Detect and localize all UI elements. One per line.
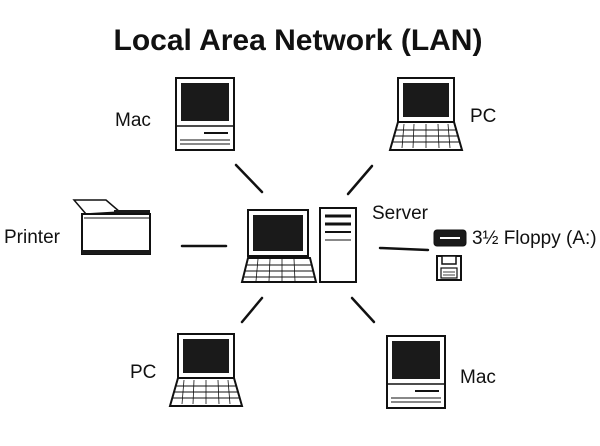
connection-server-pc-top xyxy=(346,164,374,196)
mac-top-label: Mac xyxy=(115,110,151,131)
pc-computer-icon xyxy=(169,333,243,407)
pc-top-label: PC xyxy=(470,106,496,127)
mac-computer-icon xyxy=(386,335,446,409)
connection-server-floppy xyxy=(378,246,430,252)
diagram-title: Local Area Network (LAN) xyxy=(114,24,483,57)
connection-server-pc-bottom xyxy=(240,296,264,324)
floppy-drive-icon xyxy=(433,229,467,247)
mac-top-node: Mac xyxy=(115,77,235,151)
server-icon xyxy=(240,207,357,283)
pc-bottom-node: PC xyxy=(130,333,243,407)
printer-icon xyxy=(72,199,151,255)
mac-computer-icon xyxy=(175,77,235,151)
printer-node: Printer xyxy=(4,199,151,255)
server-node: Server xyxy=(240,203,429,283)
mac-bottom-label: Mac xyxy=(460,367,496,388)
pc-top-node: PC xyxy=(389,77,496,151)
mac-bottom-node: Mac xyxy=(386,335,496,409)
connection-lines xyxy=(180,163,430,324)
floppy-disk-icon xyxy=(436,255,462,281)
pc-bottom-label: PC xyxy=(130,362,156,383)
server-label: Server xyxy=(372,203,429,224)
connection-server-mac-bottom xyxy=(350,296,376,324)
floppy-label: 3½ Floppy (A:) xyxy=(472,228,597,249)
pc-computer-icon xyxy=(389,77,463,151)
floppy-node: 3½ Floppy (A:) xyxy=(433,228,597,281)
printer-label: Printer xyxy=(4,227,61,248)
connection-server-mac-top xyxy=(234,163,264,194)
